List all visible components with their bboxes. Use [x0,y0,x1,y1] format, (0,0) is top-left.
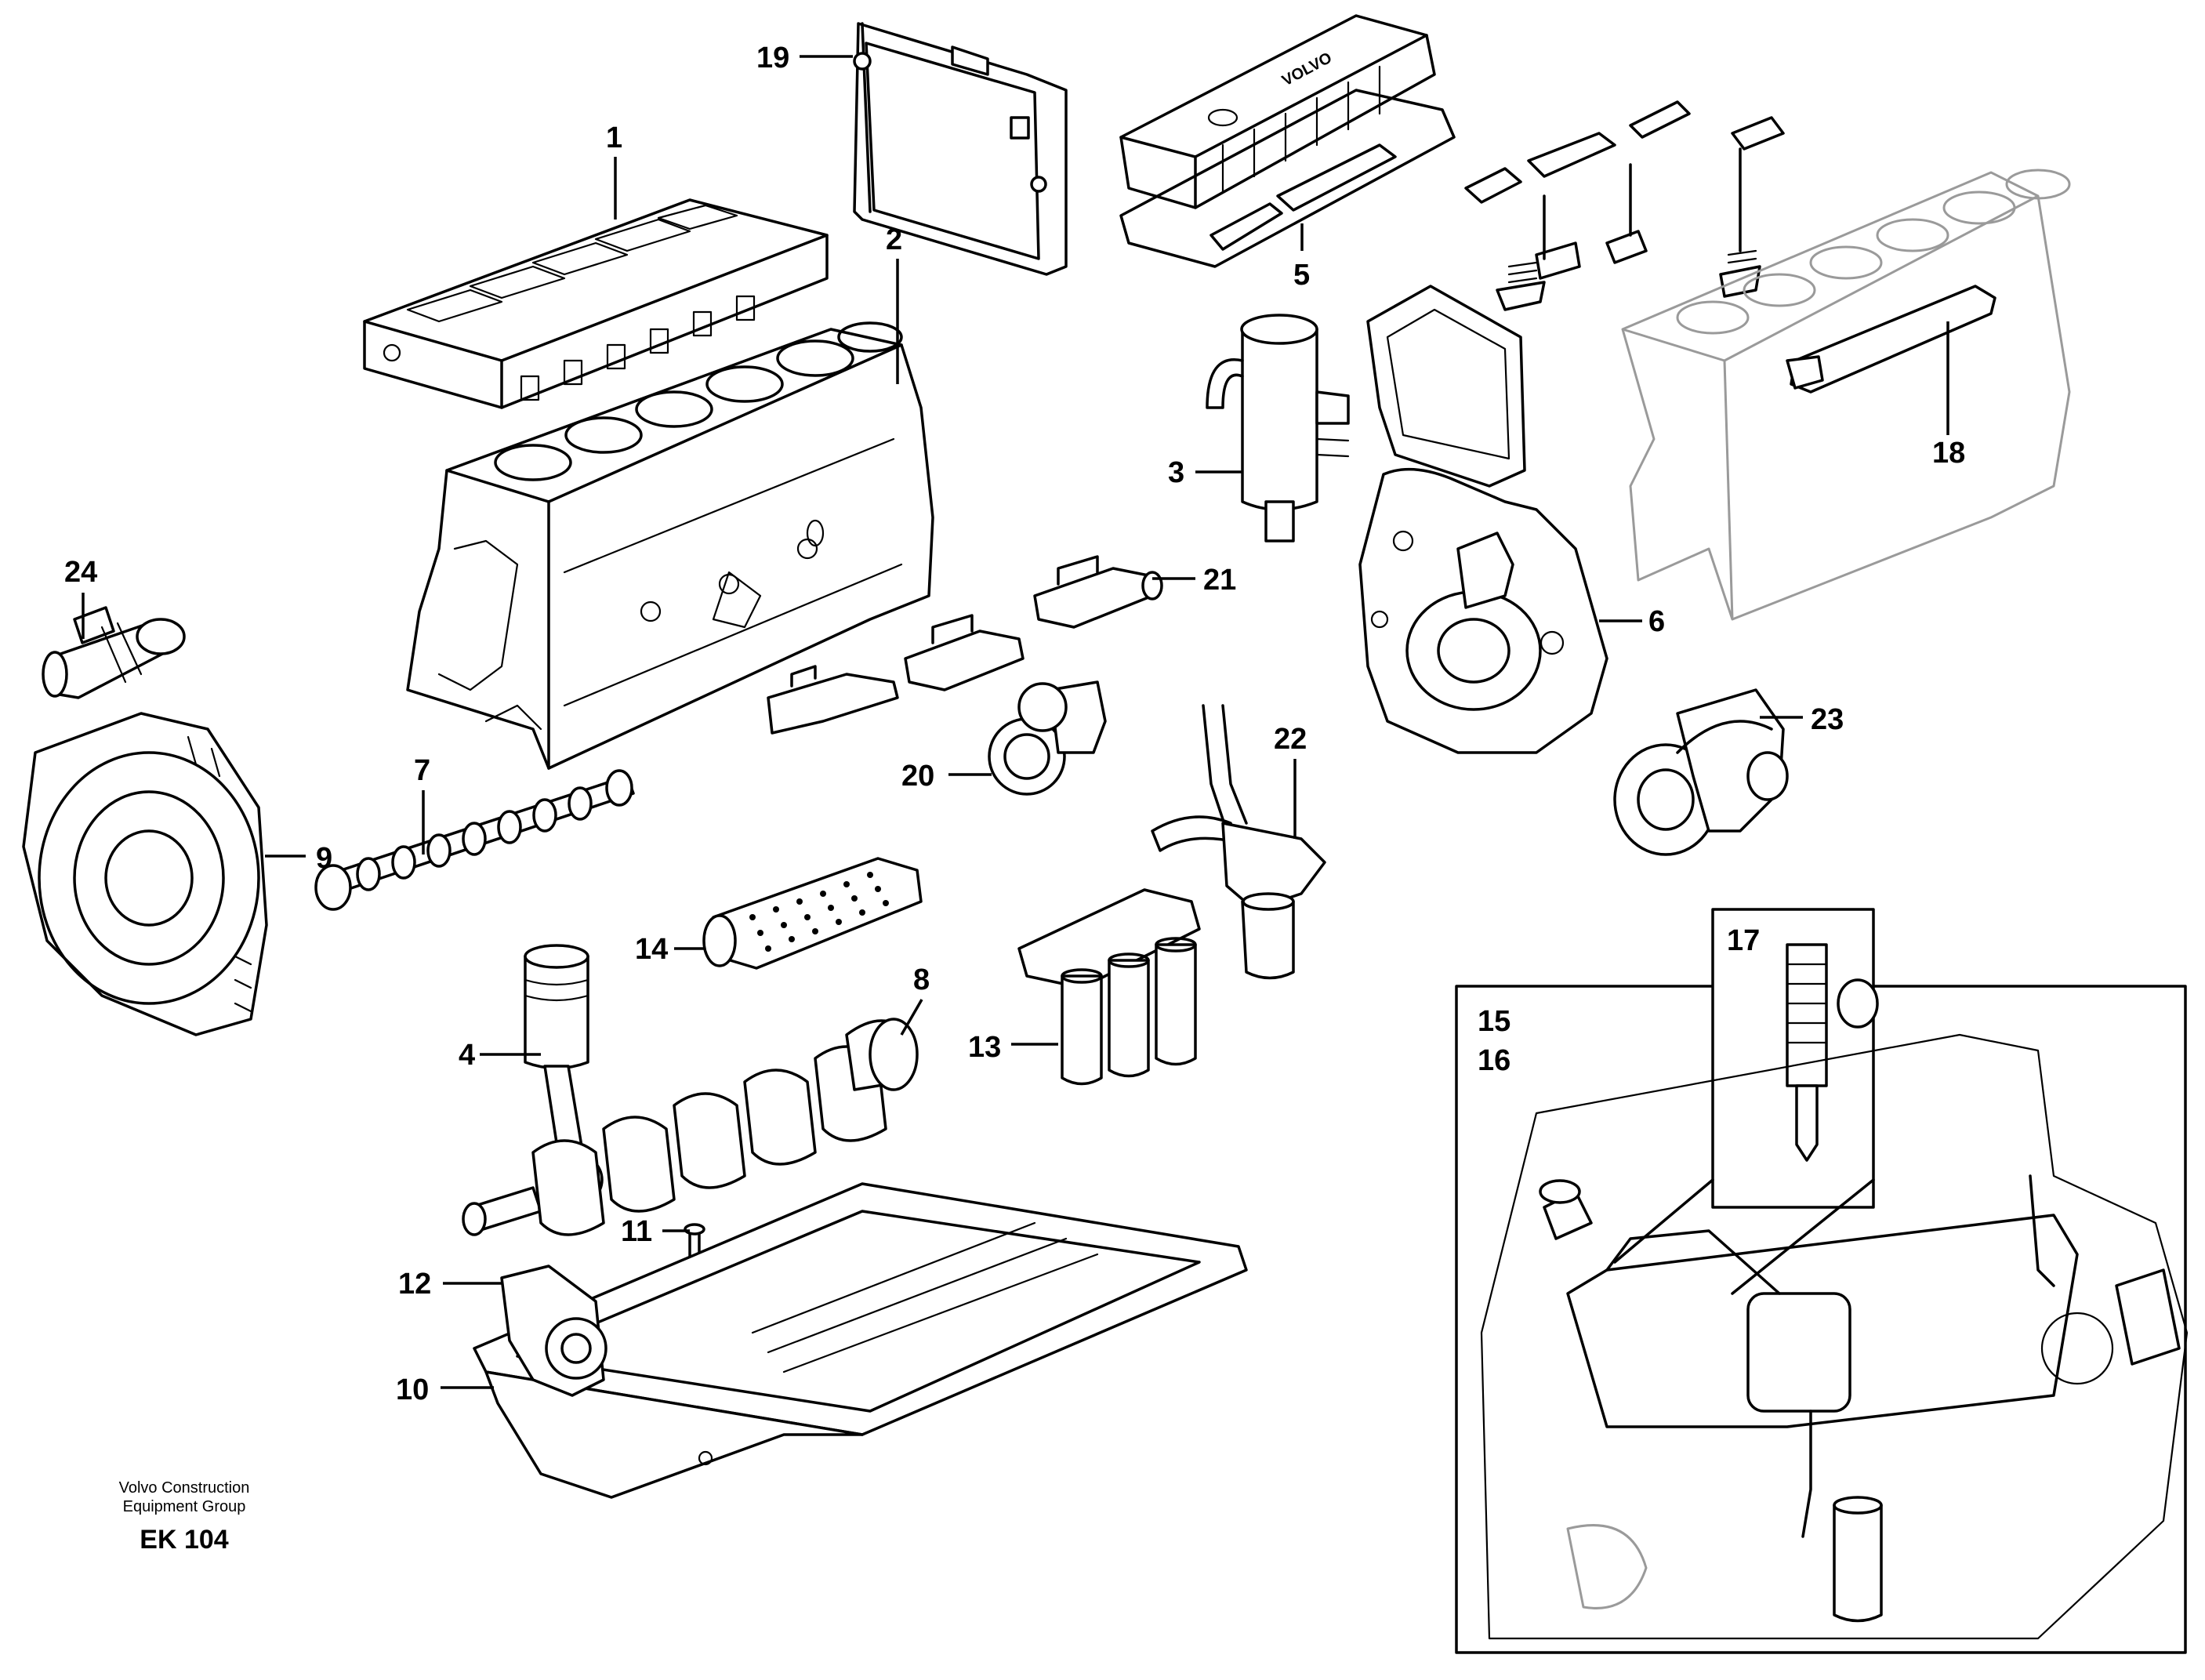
part-2-cylinder-block [406,321,934,770]
callout-18-label: 18 [1932,437,1965,470]
callout-11: 11 [621,1215,690,1248]
callout-22-label: 22 [1274,723,1307,756]
part-7-camshaft [314,769,635,911]
part-18-block-outline [1621,169,2071,621]
callout-17: 17 [1727,924,1760,957]
part-21-exhaust-manifold [767,555,1163,735]
part-14-oil-cooler [702,857,923,970]
part-20-turbocharger [988,680,1107,796]
callout-17-label: 17 [1727,924,1760,957]
callout-4-label: 4 [459,1039,475,1072]
callout-13: 13 [968,1031,1058,1064]
callout-14: 14 [635,933,704,966]
callout-24-label: 24 [64,556,97,589]
callout-19-label: 19 [756,42,789,74]
callout-15: 15 [1478,1005,1510,1038]
part-13-fuel-filters [1017,888,1201,1086]
callout-21: 21 [1152,564,1236,597]
callout-18: 18 [1932,321,1965,470]
callout-19: 19 [756,42,853,74]
part-1-cylinder-head [363,198,829,409]
callout-7: 7 [414,754,430,855]
part-3-filter [1206,314,1350,542]
part-22-coolant-pump [1151,704,1326,980]
part-23-alternator [1613,688,1789,856]
footer-block: Volvo Construction Equipment Group EK 10… [119,1479,250,1555]
drawing-code: EK 104 [140,1525,228,1555]
callout-5: 5 [1293,223,1310,292]
callout-14-label: 14 [635,933,668,966]
callout-10-label: 10 [396,1373,429,1406]
callout-16-label: 16 [1478,1044,1510,1077]
callout-12: 12 [398,1268,502,1301]
callout-8-label: 8 [913,963,930,996]
callout-11-label: 11 [621,1215,652,1248]
part-valve-cover: VOLVO [1119,14,1456,268]
callout-4: 4 [459,1039,541,1072]
callout-24: 24 [64,556,97,639]
callout-15-label: 15 [1478,1005,1510,1038]
callout-20-label: 20 [901,760,934,793]
callout-8: 8 [900,963,930,1036]
callout-5-label: 5 [1293,259,1310,292]
callout-20: 20 [901,760,992,793]
part-24-starter-motor [42,606,186,699]
part-8-crankshaft [462,1018,919,1236]
callout-3: 3 [1168,456,1242,489]
part-6-timing-cover [1358,285,1608,754]
callout-13-label: 13 [968,1031,1001,1064]
callout-22: 22 [1274,723,1307,839]
part-12-oil-pump [500,1265,607,1397]
callout-10: 10 [396,1373,494,1406]
callout-6: 6 [1599,605,1665,638]
callout-7-label: 7 [414,754,430,787]
callout-2-label: 2 [886,223,902,256]
callout-1-label: 1 [606,122,622,154]
callout-12-label: 12 [398,1268,431,1301]
company-name-line1: Volvo Construction [119,1479,250,1497]
part-10-oil-pan [473,1182,1248,1499]
callout-23: 23 [1760,703,1844,736]
part-9-flywheel-housing [22,712,268,1036]
callout-21-label: 21 [1203,564,1236,597]
company-name-line2: Equipment Group [123,1498,246,1515]
callout-2: 2 [886,223,902,384]
detail-inset [1455,908,2189,1654]
callout-6-label: 6 [1648,605,1665,638]
callout-3-label: 3 [1168,456,1184,489]
callout-16: 16 [1478,1044,1510,1077]
callout-23-label: 23 [1811,703,1844,736]
part-19-frame [853,22,1068,276]
callout-1: 1 [606,122,622,220]
